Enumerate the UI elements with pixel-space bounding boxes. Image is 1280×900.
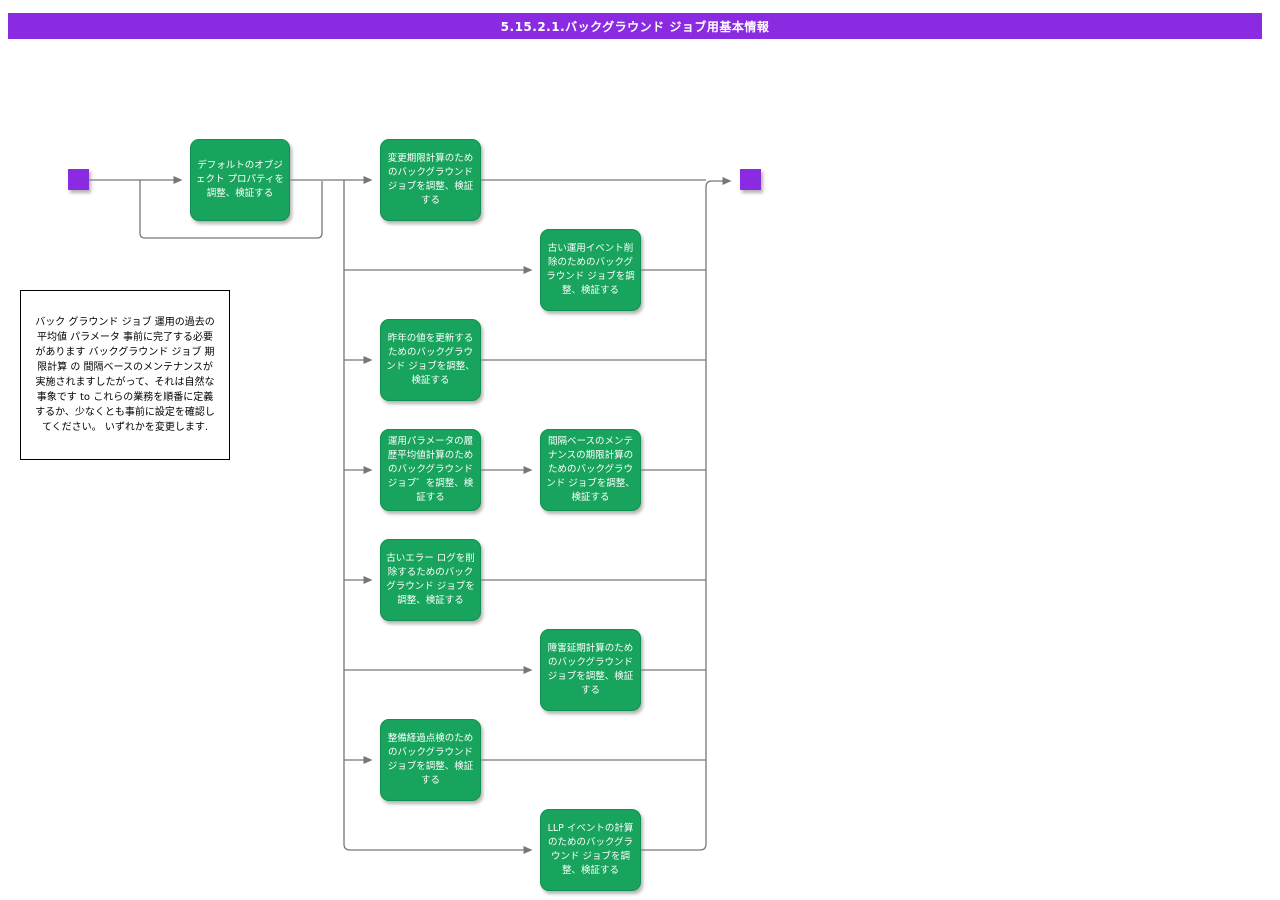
diagram-title: 5.15.2.1.バックグラウンド ジョブ用基本情報 — [500, 19, 770, 34]
activity-maintenance-progress-check-job: 整備経過点検のためのバックグラウンド ジョブを調整、検証する — [380, 719, 481, 801]
activity-update-last-year-values-job: 昨年の値を更新するためのバックグラウンド ジョブを調整、検証する — [380, 319, 481, 401]
diagram-title-bar: 5.15.2.1.バックグラウンド ジョブ用基本情報 — [8, 13, 1262, 39]
activity-change-deadline-calc-job: 変更期限計算のためのバックグラウンド ジョブを調整、検証する — [380, 139, 481, 221]
note-box: バック グラウンド ジョブ 運用の過去の 平均値 パラメータ 事前に完了する必要… — [20, 290, 230, 460]
end-node — [740, 169, 761, 190]
start-node — [68, 169, 89, 190]
activity-llp-event-calc-job: LLP イベントの計算のためのバックグラウンド ジョブを調整、検証する — [540, 809, 641, 891]
activity-old-operation-event-delete-job: 古い運用イベント削除のためのバックグラウンド ジョブを調整、検証する — [540, 229, 641, 311]
activity-fault-deferral-calc-job: 障害延期計算のためのバックグラウンド ジョブを調整、検証する — [540, 629, 641, 711]
activity-operation-parameter-history-average-job: 運用パラメータの履歴平均値計算のためのバックグラウンド ジョブ゜を調整、検証する — [380, 429, 481, 511]
activity-interval-based-maintenance-deadline-job: 間隔ベースのメンテナンスの期限計算のためのバックグラウンド ジョブを調整、検証す… — [540, 429, 641, 511]
activity-default-object-properties: デフォルトのオブジェクト プロパティを調整、検証する — [190, 139, 290, 221]
activity-old-error-log-delete-job: 古いエラー ログを削除するためのバックグラウンド ジョブを調整、検証する — [380, 539, 481, 621]
